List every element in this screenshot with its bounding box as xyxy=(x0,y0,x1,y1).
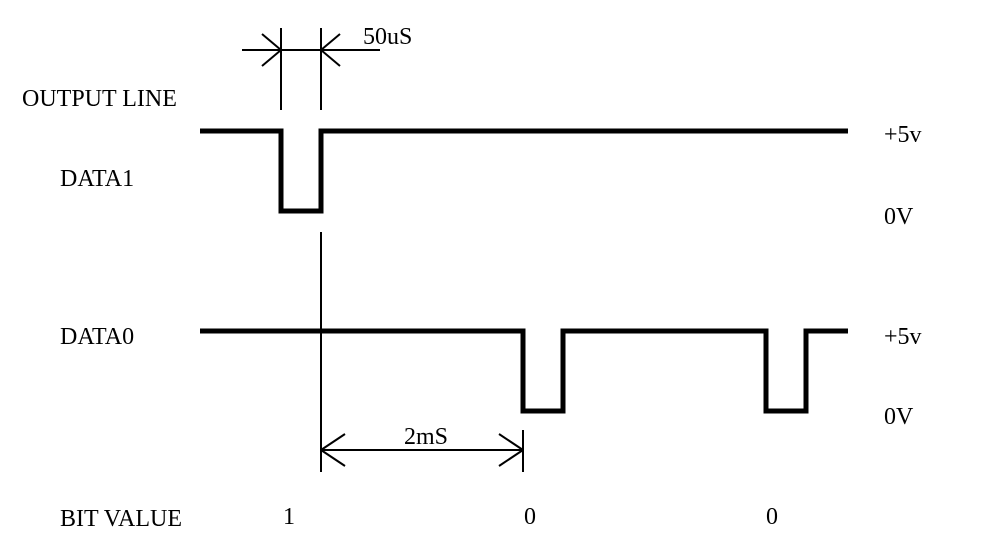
pulse-width-arrow-left-b xyxy=(261,49,282,67)
bit-value-1: 1 xyxy=(283,504,295,530)
bit-period-arrow-left-b xyxy=(320,449,346,467)
bit-period-arrow-right-a xyxy=(498,433,524,451)
data1-low-level-label: 0V xyxy=(884,204,914,230)
bit-period-label: 2mS xyxy=(404,424,448,450)
bit-value-2: 0 xyxy=(524,504,536,530)
data1-label: DATA1 xyxy=(60,166,134,192)
pulse-width-label: 50uS xyxy=(363,24,412,50)
pulse-width-arrow-left-a xyxy=(261,33,282,51)
data0-low-level-label: 0V xyxy=(884,404,914,430)
data0-waveform xyxy=(200,328,848,414)
data1-waveform xyxy=(200,128,848,214)
bit-period-arrow-left-a xyxy=(320,433,346,451)
pulse-width-arrow-right-b xyxy=(320,49,341,67)
data1-high-level-label: +5v xyxy=(884,122,922,148)
bit-value-3: 0 xyxy=(766,504,778,530)
bit-period-dimension: 2mS xyxy=(320,424,524,467)
bit-period-arrow-right-b xyxy=(498,449,524,467)
data0-high-level-label: +5v xyxy=(884,324,922,350)
pulse-width-dimension: 50uS xyxy=(242,24,412,110)
bit-value-label: BIT VALUE xyxy=(60,506,182,532)
pulse-width-arrow-right-a xyxy=(320,33,341,51)
output-line-label: OUTPUT LINE xyxy=(22,86,177,112)
data0-label: DATA0 xyxy=(60,324,134,350)
